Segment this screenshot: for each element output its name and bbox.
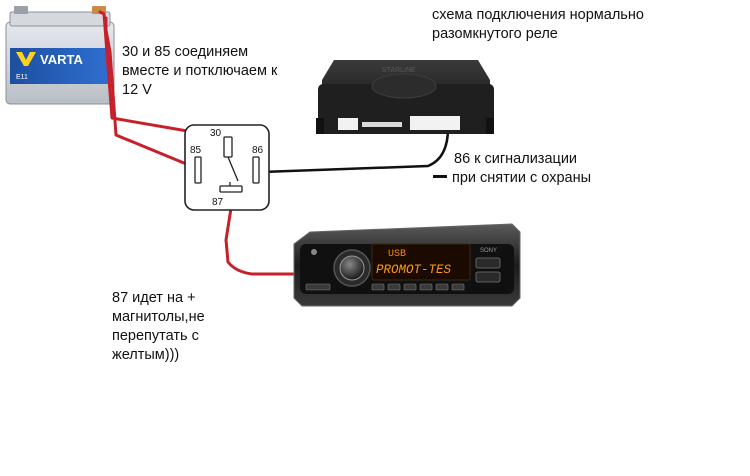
title-line: схема подключения нормально — [432, 7, 644, 23]
pin-label-86: 86 — [252, 145, 264, 156]
note-line: 12 V — [122, 82, 152, 98]
dash-marker — [433, 175, 447, 179]
relay: 30 85 86 87 — [184, 124, 270, 211]
battery: VARTA E11 — [5, 6, 115, 105]
note-line: 30 и 85 соединяем — [122, 44, 249, 60]
pin-label-30: 30 — [210, 128, 222, 139]
battery-brand: VARTA — [40, 52, 83, 67]
battery-model: E11 — [16, 74, 28, 81]
diagram-title: схема подключения нормально разомкнутого… — [432, 6, 644, 44]
note-line: магнитолы,не — [112, 309, 205, 325]
alarm-brand: STARLINE — [382, 67, 416, 74]
relay-pin-87 — [219, 185, 243, 193]
note-terminal-86: 86 к сигнализации при снятии с охраны — [433, 150, 592, 188]
radio-side-button — [475, 257, 501, 269]
wire-to-pin-30 — [98, 10, 230, 140]
alarm-unit: STARLINE — [316, 60, 494, 134]
car-radio: USB PROMOT-TES SONY — [293, 223, 521, 307]
title-line: разомкнутого реле — [432, 26, 558, 42]
radio-display-main: PROMOT-TES — [376, 263, 452, 277]
wire-to-pin-86 — [260, 126, 450, 174]
note-line: вместе и потключаем к — [122, 63, 278, 79]
wire-to-radio — [224, 183, 302, 276]
radio-brand: SONY — [480, 248, 497, 254]
note-line: перепутать с — [112, 328, 199, 344]
radio-button-row — [371, 283, 465, 291]
plus-wires — [98, 10, 302, 276]
relay-pin-86 — [252, 156, 260, 184]
wire-to-pin-85 — [104, 16, 198, 170]
relay-contact — [227, 156, 239, 182]
alarm-connector-small — [338, 118, 358, 130]
relay-body — [184, 124, 270, 211]
pin-label-87: 87 — [212, 197, 224, 208]
radio-display-top: USB — [388, 249, 406, 260]
pin-label-85: 85 — [190, 145, 202, 156]
note-line: желтым))) — [112, 347, 180, 363]
varta-logo-icon — [16, 52, 36, 66]
note-terminal-87: 87 идет на + магнитолы,не перепутать с ж… — [112, 289, 205, 365]
alarm-connector-main — [410, 116, 460, 130]
note-line: 86 к сигнализации — [454, 151, 578, 167]
battery-minus-terminal — [14, 6, 28, 14]
note-line: при снятии с охраны — [452, 170, 592, 186]
relay-pin-85 — [194, 156, 202, 184]
note-terminals-30-85: 30 и 85 соединяем вместе и потключаем к … — [122, 43, 277, 100]
note-line: 87 идет на + — [112, 290, 196, 306]
